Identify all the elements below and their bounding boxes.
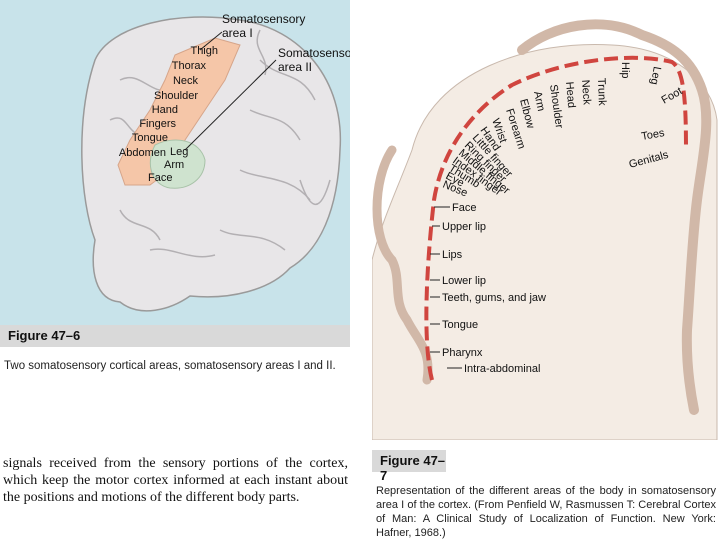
label-leg: Leg — [170, 146, 188, 158]
figure-47-7: Face Upper lip Lips Lower lip Teeth, gum… — [371, 0, 720, 441]
homunculus-body — [517, 19, 712, 415]
label-head: Head — [563, 81, 577, 108]
label-leg-r: Leg — [648, 65, 663, 85]
figure-47-7-title-bar: Figure 47–7 — [372, 450, 446, 483]
label-hip: Hip — [619, 62, 631, 79]
label-tongue-r: Tongue — [442, 319, 478, 331]
area-2-label-line2: area II — [278, 60, 312, 74]
figure-47-7-caption: Representation of the different areas of… — [376, 485, 716, 539]
label-lower-lip: Lower lip — [442, 275, 486, 287]
label-lips: Lips — [442, 249, 463, 261]
figure-47-6: Somatosensory area I Somatosensory area … — [0, 0, 361, 325]
homunculus-face — [372, 145, 433, 385]
sensory-strip-line — [424, 55, 688, 381]
brain-shape — [81, 16, 342, 312]
figure-47-7-number: Figure 47–7 — [380, 453, 446, 483]
area-2-region — [150, 139, 206, 189]
label-toes: Toes — [640, 127, 665, 143]
area-1-label-line1: Somatosensory — [222, 12, 305, 26]
straight-label-ticks — [430, 206, 462, 369]
label-pharynx: Pharynx — [442, 347, 483, 359]
label-fingers: Fingers — [139, 118, 176, 130]
label-shoulder: Shoulder — [154, 90, 198, 102]
label-face: Face — [148, 172, 172, 184]
label-hand: Hand — [152, 104, 178, 116]
figure-47-6-caption: Two somatosensory cortical areas, somato… — [4, 360, 336, 372]
brain-illustration: Somatosensory area I Somatosensory area … — [81, 12, 361, 312]
label-trunk: Trunk — [595, 78, 608, 107]
area-2-leader — [184, 59, 277, 151]
label-upper-lip: Upper lip — [442, 221, 486, 233]
homunculus-illustration: Face Upper lip Lips Lower lip Teeth, gum… — [371, 19, 718, 441]
label-thigh: Thigh — [190, 45, 218, 57]
area-1-leader — [199, 31, 223, 51]
label-neck-r: Neck — [579, 79, 593, 105]
area-2-label-line1: Somatosensory — [278, 46, 350, 60]
label-teeth: Teeth, gums, and jaw — [442, 292, 546, 304]
label-arm-r: Arm — [531, 90, 547, 112]
figure-47-6-title-bar: Figure 47–6 — [0, 325, 350, 347]
label-intra-abdominal: Intra-abdominal — [464, 363, 540, 375]
label-arm: Arm — [164, 159, 184, 171]
body-paragraph: signals received from the sensory portio… — [3, 456, 348, 505]
label-tongue: Tongue — [132, 132, 168, 144]
label-neck: Neck — [173, 75, 199, 87]
area-1-label-line2: area I — [222, 26, 253, 40]
figure-47-6-number: Figure 47–6 — [8, 328, 81, 343]
label-face-r: Face — [452, 202, 476, 214]
label-thorax: Thorax — [172, 60, 207, 72]
label-abdomen: Abdomen — [119, 147, 166, 159]
